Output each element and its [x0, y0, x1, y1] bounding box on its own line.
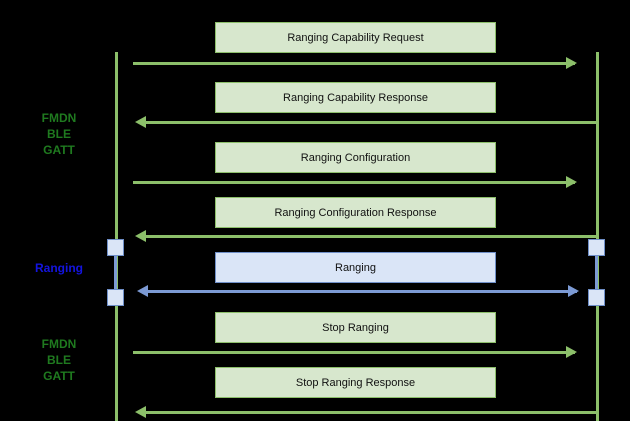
message-box-ranging-capability-request: Ranging Capability Request: [215, 22, 496, 53]
phase-label-fmdn-ble-gatt-bottom: FMDN BLE GATT: [41, 337, 77, 383]
message-label: Ranging Configuration: [300, 151, 411, 164]
message-box-stop-ranging-response: Stop Ranging Response: [215, 367, 496, 398]
message-box-ranging: Ranging: [215, 252, 496, 283]
message-label: Stop Ranging: [322, 321, 389, 334]
message-arrow-line-stop-ranging-response: [145, 411, 596, 414]
message-box-stop-ranging: Stop Ranging: [215, 312, 496, 343]
message-arrow-line-ranging-capability-response: [145, 121, 596, 124]
phase-label-ranging: Ranging: [35, 261, 83, 275]
arrow-head-right-icon: [566, 176, 577, 188]
message-arrow-line-ranging-capability-request: [133, 62, 575, 65]
activation-node-right-start: [588, 239, 605, 256]
message-label: Ranging: [335, 261, 376, 274]
message-arrow-line-stop-ranging: [133, 351, 575, 354]
right-lifeline: [596, 52, 599, 421]
activation-bar-right: [595, 247, 598, 298]
activation-bar-left: [114, 247, 117, 298]
message-arrow-line-ranging: [147, 290, 577, 293]
message-box-ranging-capability-response: Ranging Capability Response: [215, 82, 496, 113]
message-arrow-line-ranging-configuration: [133, 181, 575, 184]
arrow-head-left-icon: [135, 116, 146, 128]
message-arrow-line-ranging-configuration-response: [145, 235, 596, 238]
activation-node-left-start: [107, 239, 124, 256]
phase-label-fmdn-ble-gatt-top: FMDN BLE GATT: [41, 111, 77, 157]
activation-node-right-end: [588, 289, 605, 306]
message-box-ranging-configuration: Ranging Configuration: [215, 142, 496, 173]
arrow-head-left-icon: [137, 285, 148, 297]
activation-node-left-end: [107, 289, 124, 306]
left-lifeline: [115, 52, 118, 421]
arrow-head-right-icon: [566, 57, 577, 69]
message-label: Ranging Configuration Response: [274, 206, 437, 219]
arrow-head-right-icon: [568, 285, 579, 297]
message-label: Ranging Capability Request: [287, 31, 424, 44]
arrow-head-right-icon: [566, 346, 577, 358]
message-box-ranging-configuration-response: Ranging Configuration Response: [215, 197, 496, 228]
message-label: Ranging Capability Response: [283, 91, 428, 104]
arrow-head-left-icon: [135, 230, 146, 242]
arrow-head-left-icon: [135, 406, 146, 418]
message-label: Stop Ranging Response: [295, 376, 416, 389]
